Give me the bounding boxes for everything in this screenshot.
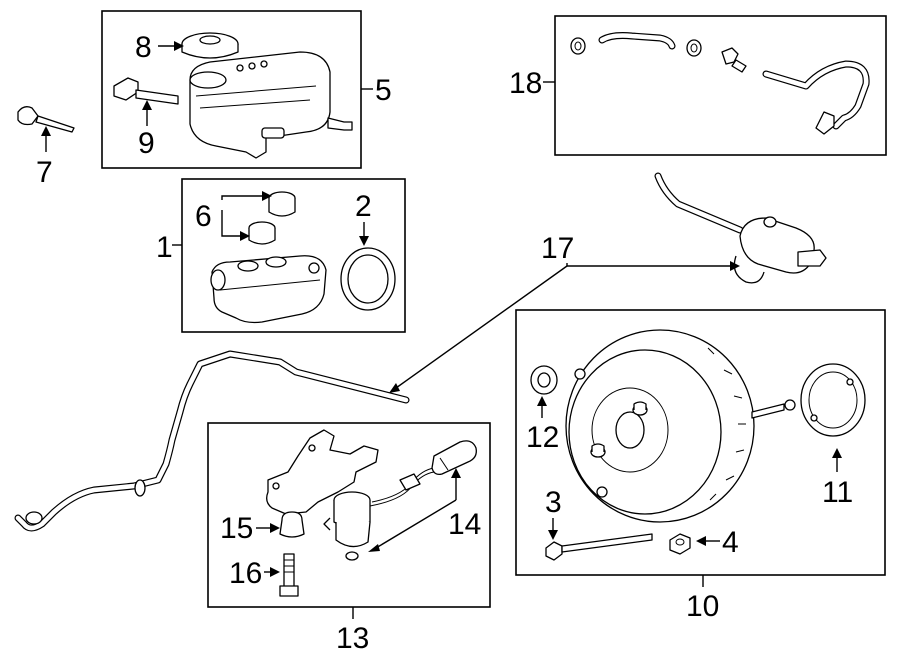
check-valve[interactable]	[721, 47, 747, 73]
vacuum-hose-short[interactable]	[598, 32, 676, 50]
vacuum-hose-long[interactable]	[762, 60, 870, 130]
callout-16: 16	[229, 557, 262, 590]
callout-17: 17	[541, 232, 574, 265]
callout-5: 5	[375, 74, 392, 107]
hose-fitting[interactable]	[815, 111, 835, 135]
vacuum-hose-group: 18	[509, 15, 887, 156]
mounting-bracket[interactable]	[266, 429, 379, 515]
vacuum-hose-group-box	[554, 15, 887, 156]
callout-13: 13	[336, 622, 369, 655]
callout-10: 10	[686, 590, 719, 623]
callout-2: 2	[355, 190, 372, 223]
bleeder-screw[interactable]	[17, 106, 75, 133]
booster-nut[interactable]	[669, 533, 691, 555]
reservoir-tank[interactable]	[189, 51, 353, 159]
vacuum-line-valve[interactable]	[654, 172, 827, 284]
rubber-cap[interactable]	[279, 511, 305, 538]
seal-ring[interactable]	[340, 247, 396, 311]
booster-stud[interactable]	[545, 533, 653, 561]
sensor-connector[interactable]	[431, 440, 477, 476]
callout-4: 4	[722, 526, 739, 559]
master-cylinder[interactable]	[210, 255, 327, 324]
callout-11: 11	[822, 476, 853, 509]
callout-18: 18	[509, 67, 542, 100]
brake-booster-group-box	[515, 309, 886, 576]
brake-booster[interactable]	[565, 329, 796, 523]
callout-3: 3	[545, 486, 562, 519]
vacuum-pump-group: 13	[207, 422, 491, 655]
reservoir-group: 8 9 5	[101, 10, 392, 169]
master-cylinder-group: 1 6 2	[156, 178, 406, 333]
level-sensor[interactable]	[113, 77, 179, 105]
reservoir-cap[interactable]	[181, 32, 239, 59]
vacuum-pipe[interactable]	[14, 350, 410, 532]
booster-grommet[interactable]	[530, 365, 558, 395]
master-cylinder-group-box	[181, 178, 406, 333]
callout-9: 9	[138, 127, 155, 160]
mounting-bolt[interactable]	[279, 553, 299, 597]
hose-clamp-right[interactable]	[686, 39, 702, 57]
callout-8: 8	[135, 31, 152, 64]
vacuum-pump[interactable]	[323, 491, 371, 561]
callout-6: 6	[195, 200, 212, 233]
vacuum-pump-group-box	[207, 422, 491, 608]
wire-harness[interactable]	[369, 467, 435, 507]
callout-14: 14	[448, 508, 481, 541]
callout-1: 1	[156, 231, 173, 264]
grommet-upper[interactable]	[268, 191, 296, 217]
hose-clamp-left[interactable]	[570, 37, 586, 55]
callout-12: 12	[526, 421, 559, 454]
callout-7: 7	[36, 156, 53, 189]
grommet-lower[interactable]	[248, 221, 276, 245]
brake-booster-group: 10 12	[515, 309, 886, 623]
booster-gasket[interactable]	[800, 363, 866, 437]
callout-15: 15	[220, 512, 253, 545]
